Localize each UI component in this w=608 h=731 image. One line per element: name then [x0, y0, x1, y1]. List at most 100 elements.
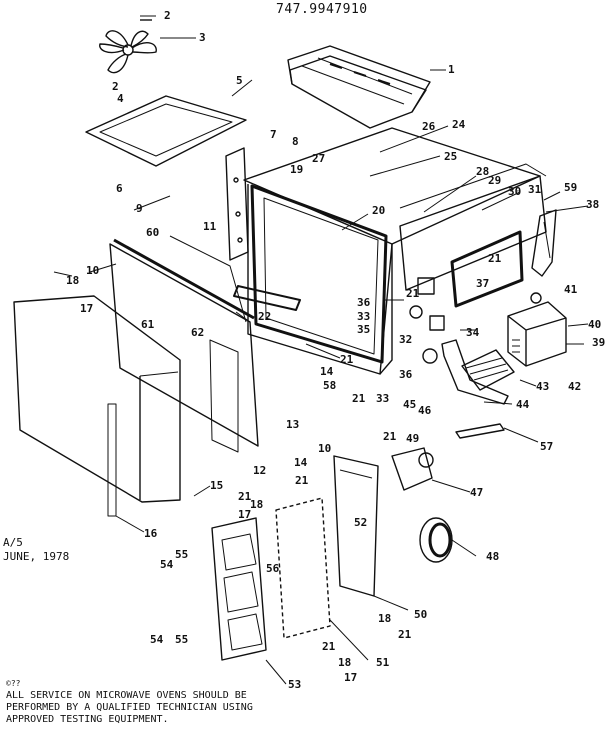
- part-label: 22: [258, 310, 271, 323]
- side-wall: [399, 163, 547, 308]
- part-label: 7: [270, 128, 277, 141]
- part-label: 17: [344, 671, 357, 684]
- part-label: 38: [586, 198, 599, 211]
- part-label: 58: [323, 379, 336, 392]
- part-label: 37: [476, 277, 489, 290]
- part-label: 62: [191, 326, 204, 339]
- part-label: 17: [80, 302, 93, 315]
- door-frame: [275, 497, 331, 639]
- part-label: 21: [398, 628, 412, 641]
- part-label: 21: [406, 287, 420, 300]
- part-label: 35: [357, 323, 370, 336]
- part-label: 30: [508, 185, 521, 198]
- part-label: 6: [116, 182, 123, 195]
- part-label: 34: [466, 326, 480, 339]
- part-label: 31: [528, 183, 542, 196]
- part-label: 18: [378, 612, 391, 625]
- part-label: 46: [418, 404, 432, 417]
- part-label: 52: [354, 516, 367, 529]
- part-label: 60: [146, 226, 159, 239]
- part-label: 40: [588, 318, 601, 331]
- part-label: 57: [540, 440, 553, 453]
- part-label: 43: [536, 380, 549, 393]
- part-label-group: 2 3 2 4 5 1 26 24 7 8 27 25 19 28 29 30 …: [66, 9, 605, 691]
- revision-note: A/5 JUNE, 1978: [3, 536, 69, 564]
- magnetron: [507, 292, 567, 367]
- part-label: 5: [236, 74, 243, 87]
- part-label: 15: [210, 479, 223, 492]
- part-label: 13: [286, 418, 299, 431]
- part-label: 18: [66, 274, 79, 287]
- interlock-switches: [409, 277, 445, 364]
- leader-lines: [53, 15, 589, 685]
- part-label: 14: [294, 456, 308, 469]
- warning-line-2: PERFORMED BY A QUALIFIED TECHNICIAN USIN…: [6, 702, 253, 713]
- revision-code: A/5: [3, 536, 23, 549]
- part-label: 49: [406, 432, 419, 445]
- part-label: 20: [372, 204, 385, 217]
- back-panel: [109, 235, 259, 453]
- part-label: 21: [238, 490, 252, 503]
- part-label: 1: [448, 63, 455, 76]
- timer-assembly: [391, 447, 434, 491]
- part-label: 44: [516, 398, 530, 411]
- baffle-plate: [225, 147, 249, 261]
- part-label: 36: [357, 296, 371, 309]
- filter-panel: [85, 95, 247, 167]
- door-assembly: [211, 517, 267, 661]
- part-label: 28: [476, 165, 489, 178]
- part-label: 47: [470, 486, 483, 499]
- part-label: 39: [592, 336, 605, 349]
- part-label: 21: [322, 640, 336, 653]
- warning-tag: ©??: [6, 679, 21, 688]
- part-label: 36: [399, 368, 413, 381]
- part-label: 21: [488, 252, 502, 265]
- part-label: 29: [488, 174, 501, 187]
- part-label: 33: [357, 310, 370, 323]
- part-label: 2: [164, 9, 171, 22]
- part-label: 3: [199, 31, 206, 44]
- part-label: 21: [383, 430, 397, 443]
- part-label: 21: [295, 474, 309, 487]
- oven-cavity: [243, 127, 541, 375]
- hinge-bracket: [455, 423, 505, 439]
- part-label: 53: [288, 678, 301, 691]
- part-label: 33: [376, 392, 389, 405]
- top-cover: [287, 45, 431, 129]
- part-label: 12: [253, 464, 266, 477]
- part-label: 59: [564, 181, 577, 194]
- fan-blade: [99, 19, 157, 74]
- part-label: 50: [414, 608, 427, 621]
- part-label: 54: [150, 633, 164, 646]
- part-label: 56: [266, 562, 280, 575]
- part-label: 8: [292, 135, 299, 148]
- part-label: 55: [175, 548, 188, 561]
- control-knob: [419, 517, 453, 563]
- part-label: 45: [403, 398, 416, 411]
- part-label: 19: [290, 163, 303, 176]
- part-label: 14: [320, 365, 334, 378]
- part-label: 17: [238, 508, 251, 521]
- part-label: 21: [340, 353, 354, 366]
- fan-motor: [461, 349, 515, 391]
- warning-line-3: APPROVED TESTING EQUIPMENT.: [6, 714, 169, 725]
- part-label: 51: [376, 656, 390, 669]
- part-label: 9: [136, 202, 143, 215]
- part-label: 48: [486, 550, 499, 563]
- part-label: 54: [160, 558, 174, 571]
- part-label: 4: [117, 92, 124, 105]
- waveguide-cover: [233, 285, 301, 311]
- part-label: 2: [112, 80, 119, 93]
- service-warning: ©?? ALL SERVICE ON MICROWAVE OVENS SHOUL…: [6, 678, 306, 726]
- part-label: 10: [318, 442, 331, 455]
- part-label: 16: [144, 527, 158, 540]
- part-label: 11: [203, 220, 217, 233]
- warning-line-1: ALL SERVICE ON MICROWAVE OVENS SHOULD BE: [6, 690, 247, 701]
- part-label: 42: [568, 380, 581, 393]
- part-label: 18: [338, 656, 351, 669]
- motor-bracket: [441, 339, 509, 405]
- part-label: 21: [352, 392, 366, 405]
- part-label: 26: [422, 120, 436, 133]
- part-label: 24: [452, 118, 466, 131]
